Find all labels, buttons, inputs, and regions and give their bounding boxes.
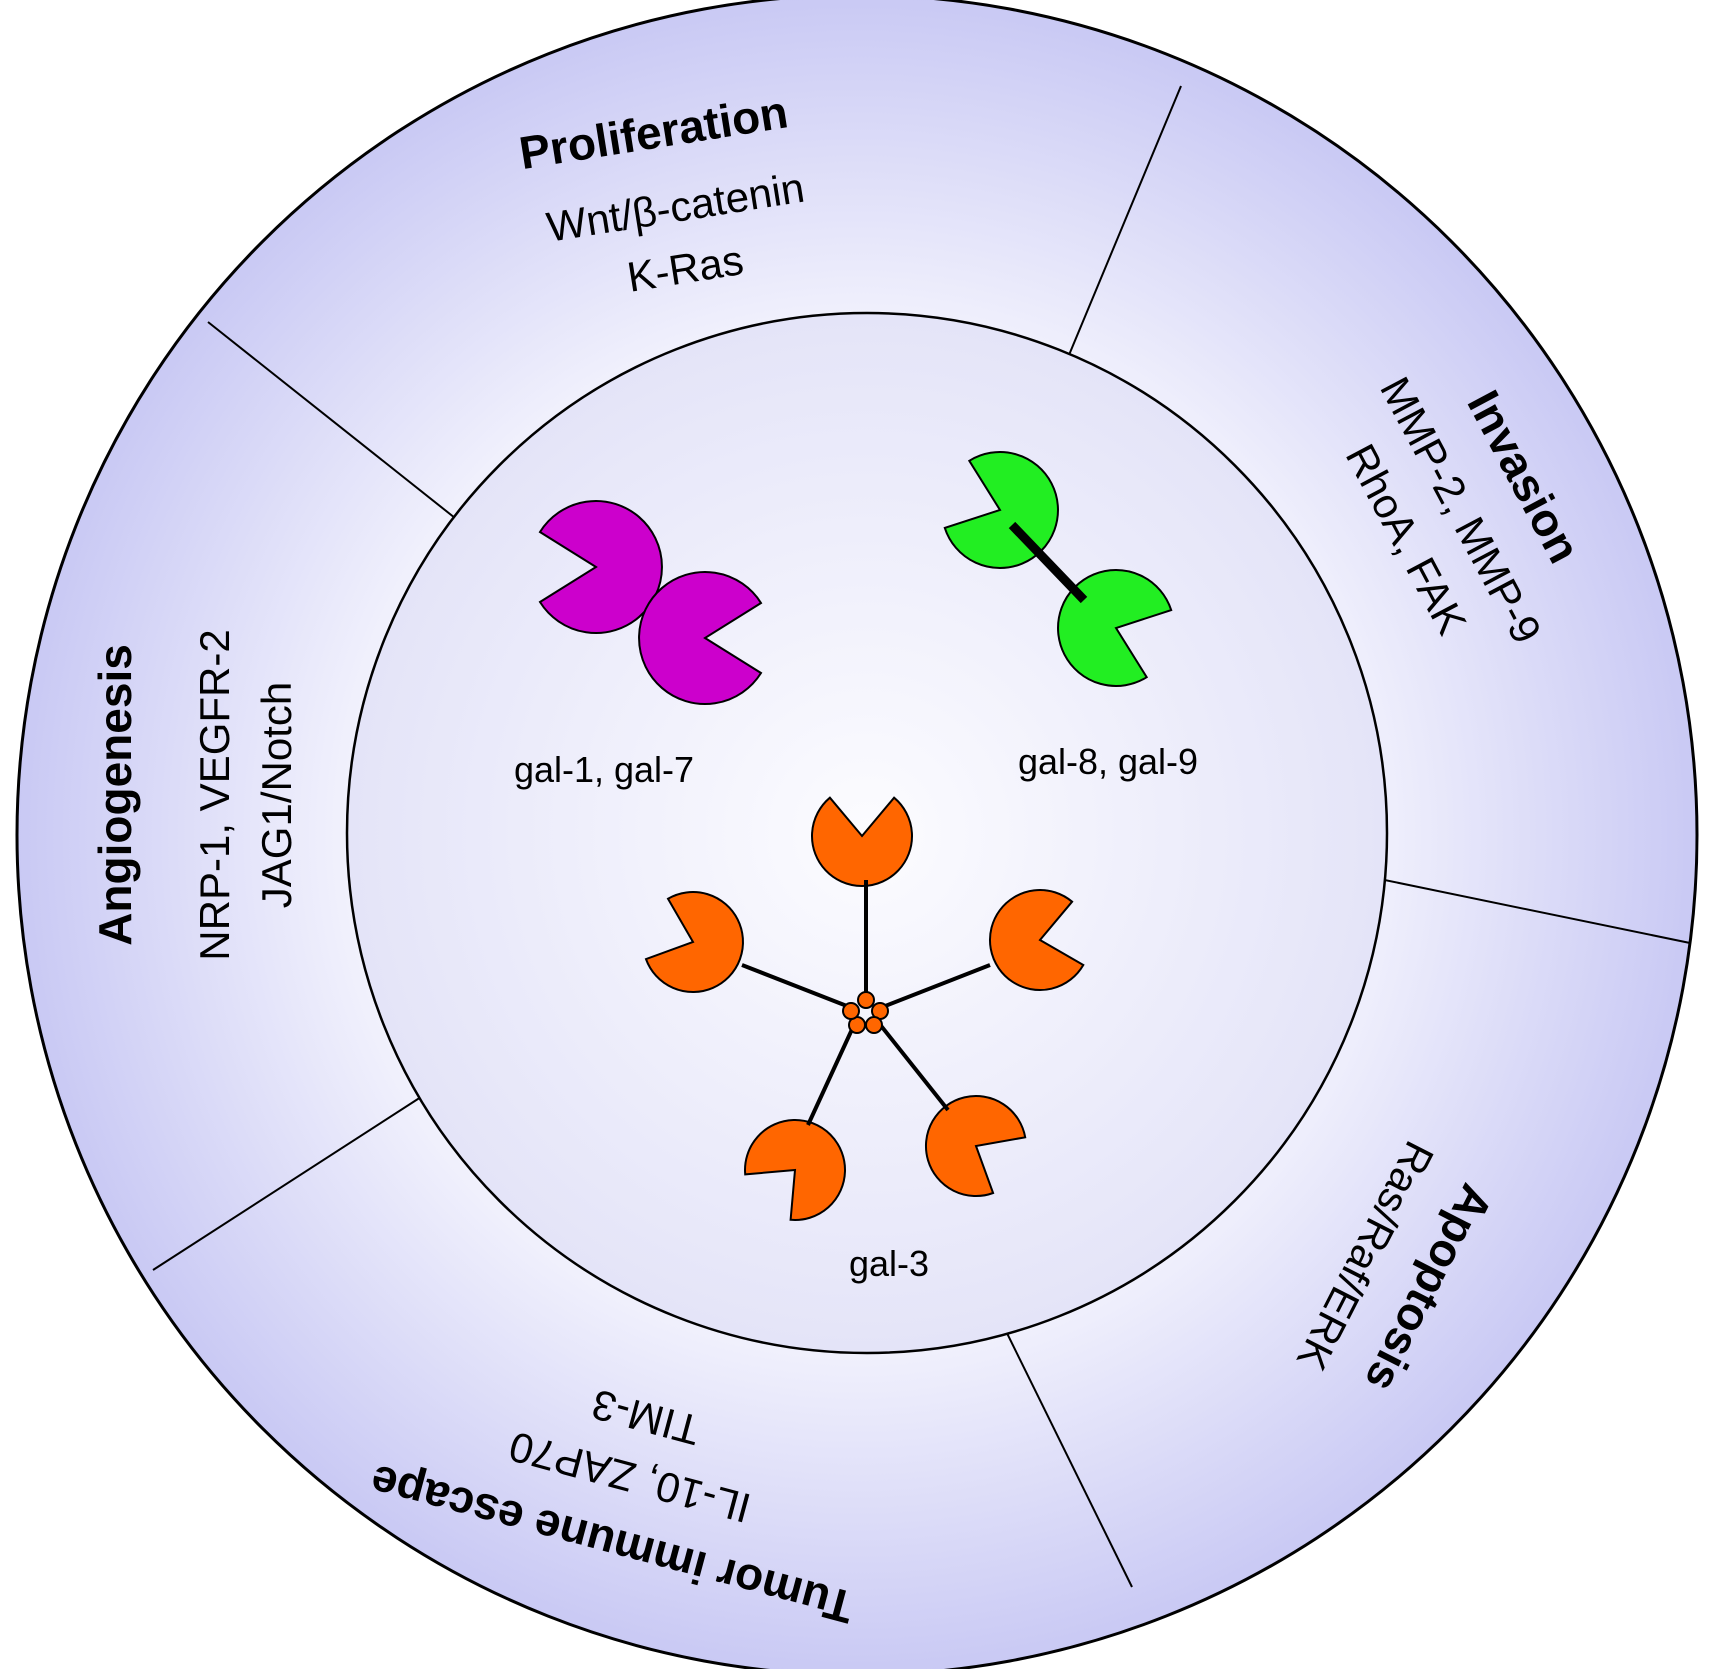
galectin-crd-prototype bbox=[538, 500, 663, 634]
tandem-linker bbox=[1008, 521, 1088, 604]
galectin-label-prototype: gal-1, gal-7 bbox=[514, 749, 694, 790]
chimera-core-dot bbox=[842, 1002, 860, 1020]
galectin-crd-chimera bbox=[925, 1095, 1027, 1198]
galectin-crd-chimera bbox=[644, 891, 744, 993]
galectin-glyphs bbox=[538, 451, 1173, 1221]
divider-apoptosis-immune bbox=[1000, 1320, 1133, 1588]
chimera-core bbox=[842, 991, 889, 1034]
galectin-crd-chimera bbox=[989, 889, 1085, 992]
divider-invasion-apoptosis bbox=[1369, 876, 1691, 944]
galectin-crd-chimera bbox=[811, 796, 913, 888]
chimera-tail bbox=[806, 1024, 856, 1126]
chimera-tail bbox=[876, 1020, 950, 1112]
chimera-core-dot bbox=[865, 1016, 883, 1034]
chimera-tails bbox=[741, 880, 991, 1126]
galectin-crd-chimera bbox=[744, 1119, 846, 1221]
segment-item: NRP-1, VEGFR-2 bbox=[191, 629, 238, 960]
galectin-label-chimera: gal-3 bbox=[849, 1243, 929, 1284]
chimera-tail bbox=[879, 963, 991, 1010]
chimera-core-dot bbox=[857, 991, 875, 1009]
galectin-crd-prototype bbox=[638, 571, 763, 705]
segment-title: Angiogenesis bbox=[89, 644, 141, 946]
galectin-crd-tandem bbox=[1057, 569, 1173, 687]
divider-proliferation-invasion bbox=[1063, 85, 1182, 368]
divider-immune-angiogenesis bbox=[152, 1096, 422, 1271]
galectin-label-tandem: gal-8, gal-9 bbox=[1018, 741, 1198, 782]
segment-dividers bbox=[152, 85, 1691, 1588]
segment-item: JAG1/Notch bbox=[253, 682, 300, 908]
chimera-tail bbox=[741, 963, 853, 1010]
segment-angiogenesis: Angiogenesis NRP-1, VEGFR-2 JAG1/Notch bbox=[89, 629, 300, 960]
divider-angiogenesis-proliferation bbox=[207, 321, 456, 519]
